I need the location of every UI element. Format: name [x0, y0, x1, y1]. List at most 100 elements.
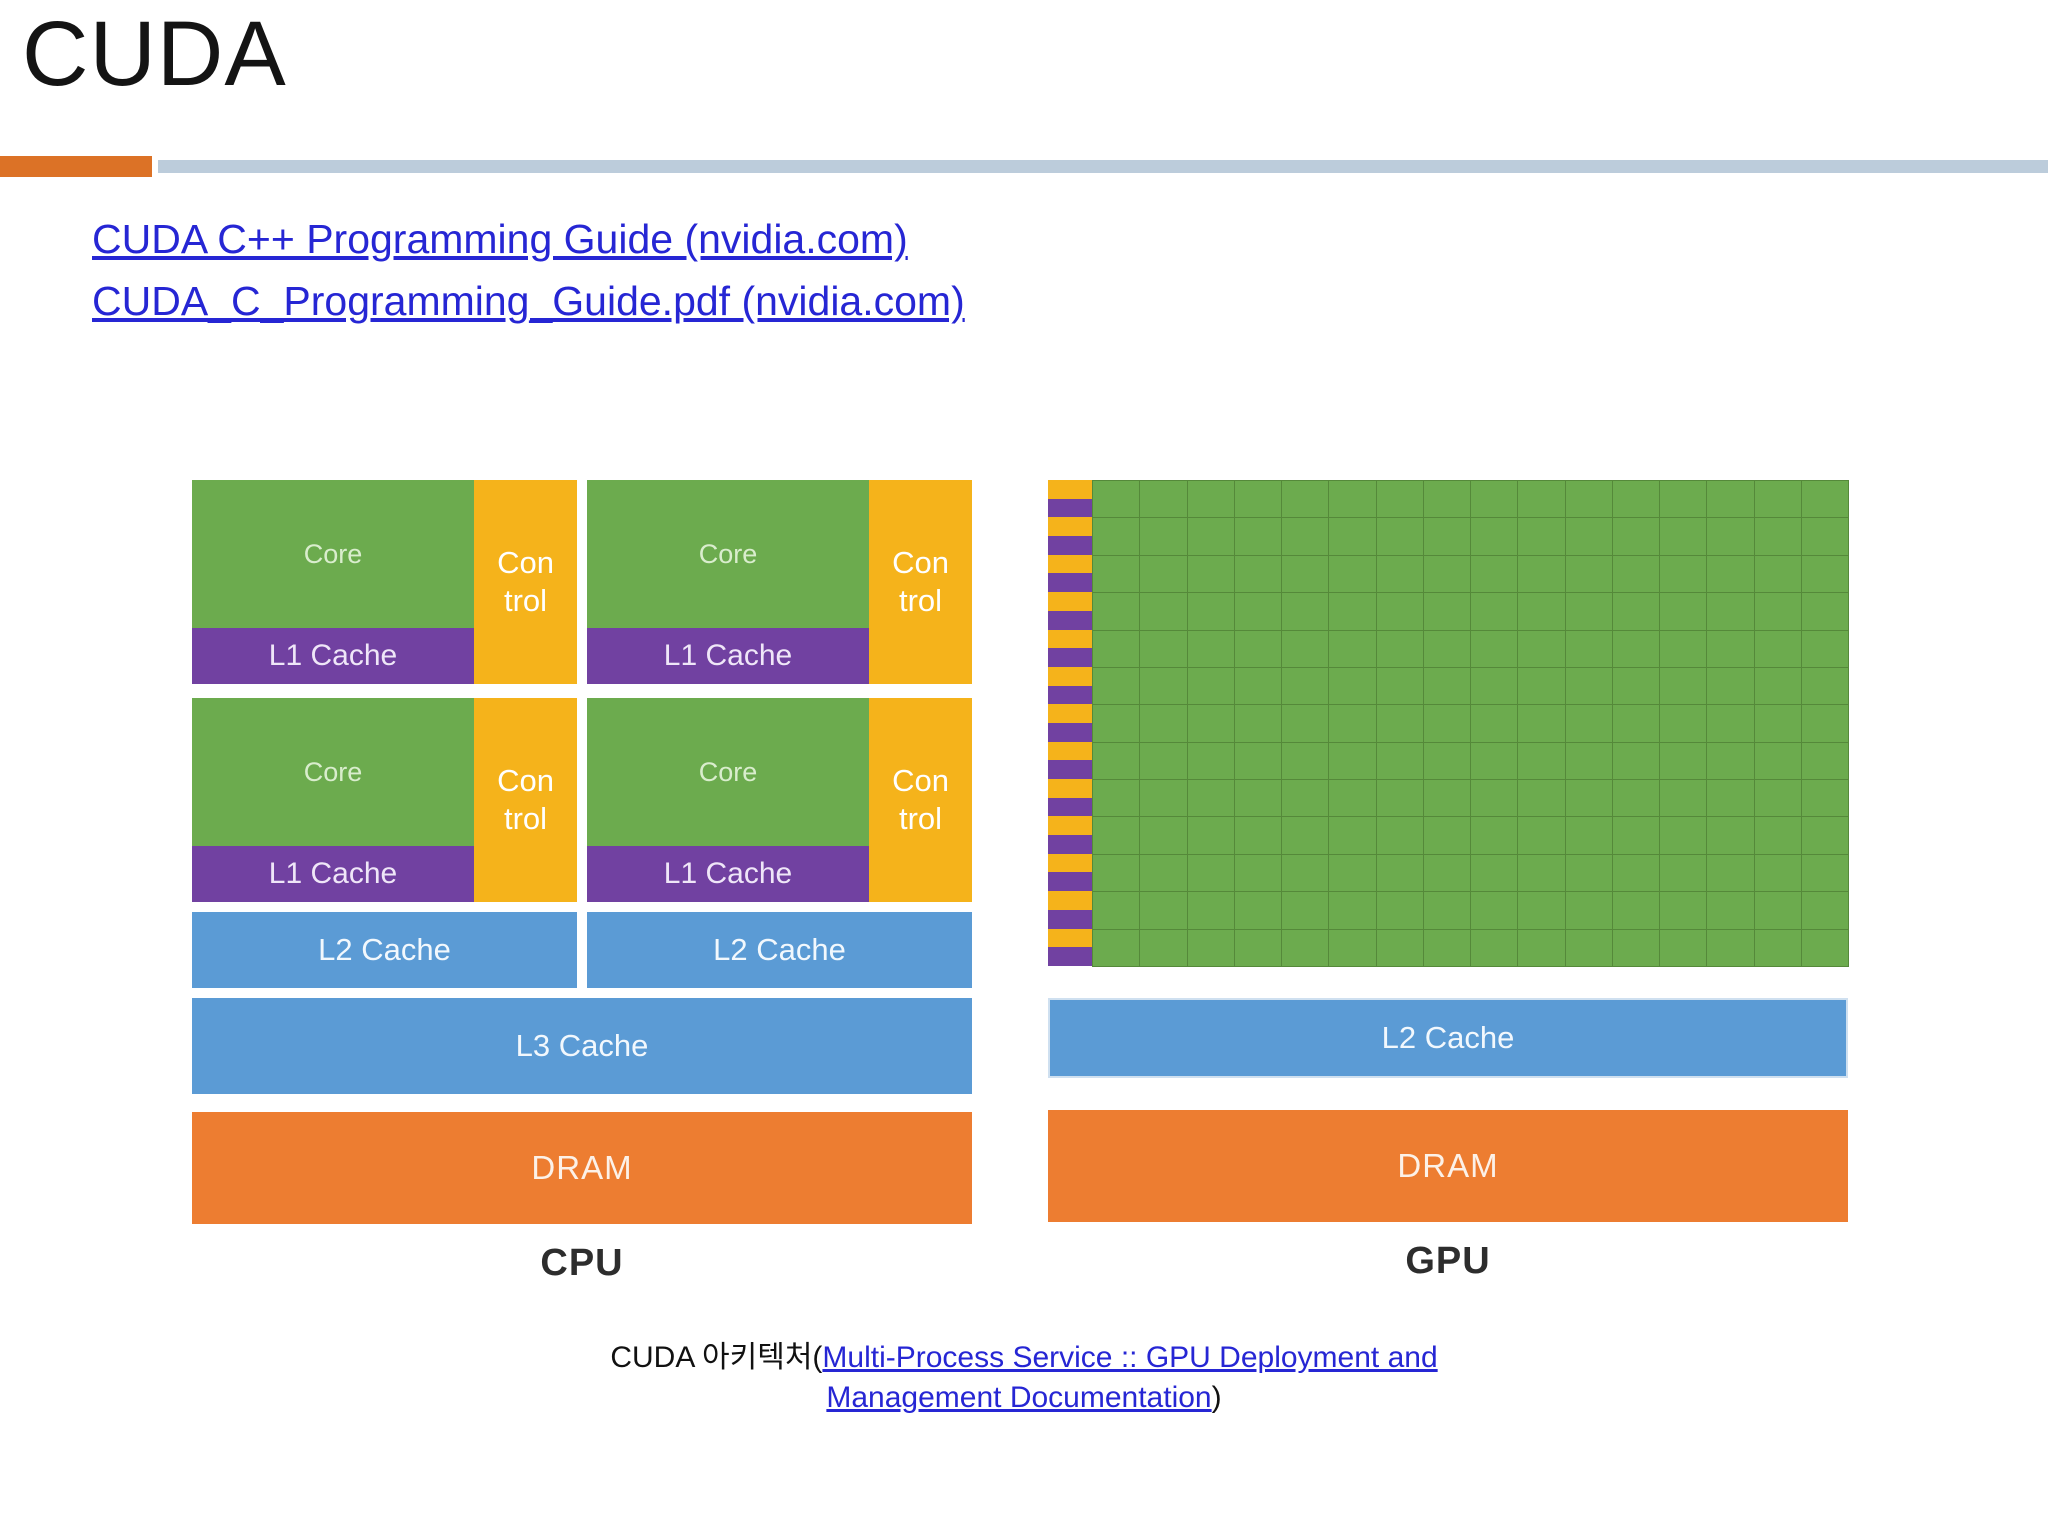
gpu-l1-stripe — [1048, 648, 1092, 667]
gpu-core-cell — [1754, 667, 1801, 705]
gpu-core-cell — [1234, 742, 1281, 780]
control-label-line1: Con — [892, 545, 949, 580]
gpu-core-cell — [1234, 481, 1281, 518]
page-title: CUDA — [22, 3, 287, 105]
gpu-control-stripe — [1048, 928, 1092, 948]
gpu-core-cell — [1471, 929, 1518, 966]
gpu-core-cell — [1187, 555, 1234, 593]
gpu-core-cell — [1187, 705, 1234, 742]
gpu-core-cell — [1329, 705, 1376, 742]
gpu-core-cell — [1376, 817, 1423, 854]
gpu-core-cell — [1565, 481, 1612, 518]
gpu-core-cell — [1187, 854, 1234, 892]
gpu-core-cell — [1140, 667, 1187, 705]
gpu-core-cell — [1376, 481, 1423, 518]
gpu-core-cell — [1234, 780, 1281, 817]
gpu-core-cell — [1707, 929, 1754, 966]
gpu-core-cell — [1707, 593, 1754, 630]
gpu-core-cells — [1092, 480, 1849, 967]
cpu-label: CPU — [540, 1242, 624, 1284]
gpu-core-cell — [1565, 817, 1612, 854]
l1-cache-label: L1 Cache — [663, 857, 793, 890]
gpu-l1-stripe — [1048, 872, 1092, 892]
gpu-core-cell — [1376, 555, 1423, 593]
control-label-line1: Con — [892, 763, 949, 798]
gpu-core-cell — [1660, 630, 1707, 667]
gpu-core-cell — [1801, 518, 1848, 555]
gpu-core-cell — [1565, 705, 1612, 742]
gpu-core-cell — [1801, 481, 1848, 518]
gpu-control-stripe — [1048, 554, 1092, 574]
caption-link[interactable]: Multi-Process Service :: GPU Deployment … — [822, 1341, 1438, 1414]
gpu-core-cell — [1612, 593, 1659, 630]
gpu-core-cell — [1187, 630, 1234, 667]
gpu-l1-stripe — [1048, 536, 1092, 555]
cpu-l3-cache-block: L3 Cache — [192, 998, 972, 1094]
gpu-core-cell — [1329, 667, 1376, 705]
gpu-core-cell — [1329, 892, 1376, 929]
link-cuda-c-programming-guide-pdf[interactable]: CUDA_C_Programming_Guide.pdf (nvidia.com… — [92, 278, 965, 324]
gpu-core-cell — [1329, 929, 1376, 966]
gpu-core-grid — [1048, 480, 1849, 967]
gpu-core-cell — [1707, 481, 1754, 518]
gpu-core-cell — [1423, 481, 1470, 518]
gpu-core-cell — [1187, 667, 1234, 705]
link-cuda-cpp-programming-guide[interactable]: CUDA C++ Programming Guide (nvidia.com) — [92, 216, 908, 262]
gpu-core-cell — [1140, 518, 1187, 555]
gpu-core-cell — [1282, 667, 1329, 705]
gpu-core-cell — [1707, 630, 1754, 667]
caption-prefix: CUDA 아키텍처( — [610, 1341, 823, 1374]
l1-cache-label: L1 Cache — [268, 639, 398, 672]
gpu-core-cell — [1801, 929, 1848, 966]
gpu-core-cell — [1660, 518, 1707, 555]
gpu-core-cell — [1754, 555, 1801, 593]
gpu-core-cell — [1423, 667, 1470, 705]
gpu-core-cell — [1093, 742, 1140, 780]
caption-suffix: ) — [1211, 1381, 1222, 1414]
gpu-core-cell — [1093, 481, 1140, 518]
gpu-core-cell — [1093, 780, 1140, 817]
gpu-core-cell — [1282, 854, 1329, 892]
gpu-core-cell — [1282, 780, 1329, 817]
gpu-core-cell — [1660, 667, 1707, 705]
gpu-control-stripe — [1048, 853, 1092, 873]
gpu-core-cell — [1565, 555, 1612, 593]
gpu-core-cell — [1660, 929, 1707, 966]
core-area: Core — [587, 480, 869, 628]
gpu-core-cell — [1565, 630, 1612, 667]
gpu-core-cell — [1612, 630, 1659, 667]
control-label-line2: trol — [898, 801, 943, 836]
gpu-control-stripe — [1048, 816, 1092, 836]
gpu-core-cell — [1660, 817, 1707, 854]
gpu-core-cell — [1707, 667, 1754, 705]
divider-bar-gray — [158, 160, 2048, 173]
gpu-core-cell — [1140, 593, 1187, 630]
gpu-core-cell — [1423, 518, 1470, 555]
gpu-core-cell — [1329, 555, 1376, 593]
gpu-core-cell — [1282, 593, 1329, 630]
gpu-core-cell — [1093, 705, 1140, 742]
gpu-core-cell — [1234, 817, 1281, 854]
gpu-core-cell — [1282, 742, 1329, 780]
gpu-core-cell — [1754, 481, 1801, 518]
gpu-core-cell — [1801, 817, 1848, 854]
gpu-core-cell — [1423, 892, 1470, 929]
gpu-core-cell — [1376, 780, 1423, 817]
gpu-core-cell — [1707, 705, 1754, 742]
gpu-core-cell — [1518, 929, 1565, 966]
gpu-core-cell — [1140, 929, 1187, 966]
gpu-core-cell — [1329, 481, 1376, 518]
control-label-line2: trol — [503, 801, 548, 836]
gpu-core-cell — [1376, 742, 1423, 780]
gpu-core-cell — [1140, 705, 1187, 742]
l1-cache-block: L1 Cache — [587, 628, 869, 684]
gpu-core-cell — [1282, 630, 1329, 667]
gpu-control-stripe — [1048, 666, 1092, 686]
control-block: Con trol — [474, 480, 577, 684]
gpu-core-cell — [1612, 518, 1659, 555]
gpu-core-cell — [1801, 780, 1848, 817]
gpu-core-cell — [1801, 593, 1848, 630]
gpu-core-cell — [1423, 742, 1470, 780]
control-label-line2: trol — [898, 583, 943, 618]
